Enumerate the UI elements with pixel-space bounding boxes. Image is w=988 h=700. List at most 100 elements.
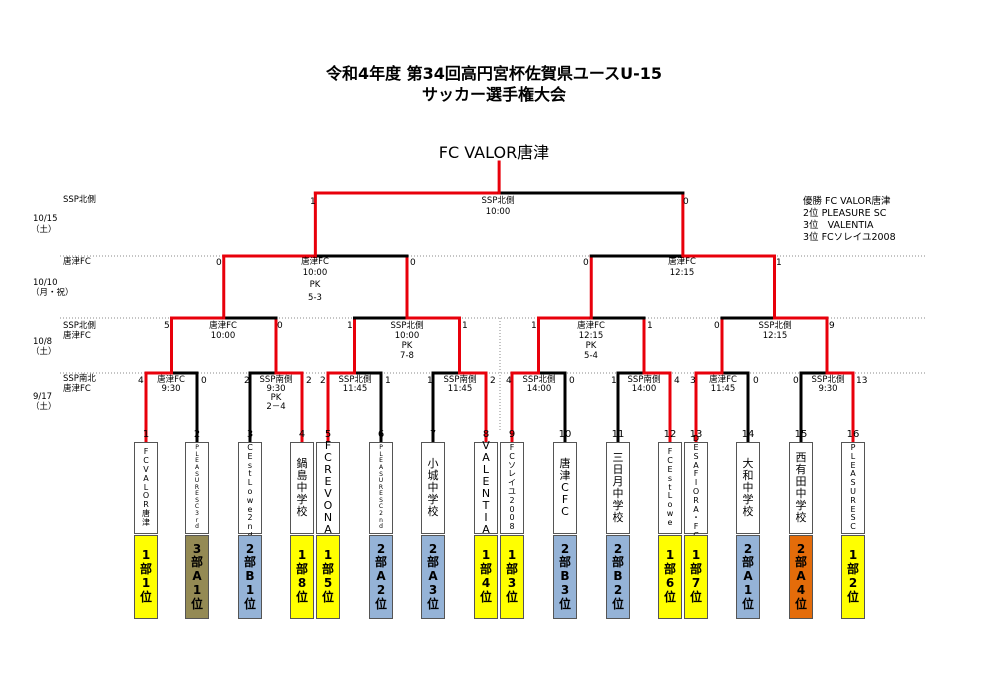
r1-8-time: 9:30: [818, 384, 838, 394]
final-day: （土）: [31, 225, 57, 235]
r1-1-score-left: 4: [138, 376, 144, 386]
round1-date: 9/17: [33, 392, 53, 402]
semifinal-date: 10/10: [33, 278, 58, 288]
r1-3-venue: SSP北側: [338, 375, 372, 385]
semifinal-venue-label: 唐津FC: [63, 257, 91, 267]
r1-5-venue: SSP北側: [522, 375, 556, 385]
team-number: 1: [142, 429, 150, 440]
r1-3-score-left: 2: [320, 376, 326, 386]
final-time: 10:00: [485, 207, 511, 217]
r1-2-score-left: 2: [244, 376, 250, 386]
team-name-box: 小城中学校: [421, 442, 445, 534]
r1-1-time: 9:30: [161, 384, 181, 394]
r1-4-venue: SSP南側: [443, 375, 477, 385]
team-name-box: 三日月中学校: [606, 442, 630, 534]
qf2-time: 10:00: [394, 331, 420, 341]
r1-5-score-right: 0: [569, 376, 575, 386]
sf1-pk: PK: [309, 280, 321, 290]
team-number: 9: [508, 429, 516, 440]
qf1-score-right: 0: [277, 321, 283, 331]
final-date: 10/15: [33, 214, 58, 224]
qf4-venue: SSP北側: [758, 321, 792, 331]
round-separators: [60, 255, 925, 430]
r1-2-venue: SSP南側: [259, 375, 293, 385]
team-number: 15: [794, 429, 808, 440]
team-number: 5: [324, 429, 332, 440]
r1-6-score-right: 4: [674, 376, 680, 386]
r1-5-time: 14:00: [526, 384, 552, 394]
team-number: 6: [377, 429, 385, 440]
tournament-title-line1: 令和4年度 第34回高円宮杯佐賀県ユースU-15: [325, 64, 663, 83]
team-number: 4: [298, 429, 306, 440]
r1-8-venue: SSP北側: [811, 375, 845, 385]
r1-6-time: 14:00: [631, 384, 657, 394]
r1-1-venue: 唐津FC: [157, 375, 185, 385]
qf4-score-right: 9: [829, 321, 835, 331]
sf1-score-right: 0: [410, 258, 416, 268]
quarterfinal-venue-label-1: SSP北側: [63, 321, 96, 331]
tournament-title-line2: サッカー選手権大会: [421, 85, 566, 104]
r1-2-pk: PK: [270, 393, 282, 403]
qf3-pk: PK: [585, 341, 597, 351]
r1-3-time: 11:45: [342, 384, 368, 394]
qf1-score-left: 5: [164, 321, 170, 331]
qf2-score-right: 1: [462, 321, 468, 331]
team-name-box: 西有田中学校: [789, 442, 813, 534]
sf1-score-left: 0: [216, 258, 222, 268]
r1-1-score-right: 0: [201, 376, 207, 386]
r1-4-score-left: 1: [427, 376, 433, 386]
result-third-b: 3位 FCソレイユ2008: [803, 232, 896, 243]
qf3-pk-score: 5-4: [584, 351, 598, 361]
team-name-box: 大和中学校: [736, 442, 760, 534]
r1-7-venue: 唐津FC: [709, 375, 737, 385]
sf2-venue: 唐津FC: [668, 257, 696, 267]
final-score-left: 1: [310, 197, 316, 207]
result-champion: 優勝 FC VALOR唐津: [803, 196, 891, 207]
result-second: 2位 PLEASURE SC: [803, 208, 887, 219]
qf3-time: 12:15: [578, 331, 604, 341]
qf3-venue: 唐津FC: [577, 321, 605, 331]
result-third-a: 3位 VALENTIA: [803, 220, 874, 231]
round1-venue-label-1: SSP南北: [63, 374, 96, 384]
round1-day: （土）: [31, 402, 57, 412]
r1-6-venue: SSP南側: [627, 375, 661, 385]
team-number: 7: [429, 429, 437, 440]
qf2-score-left: 1: [347, 321, 353, 331]
sf1-time: 10:00: [302, 268, 328, 278]
team-name-box: 鍋島中学校: [290, 442, 314, 534]
r1-7-time: 11:45: [710, 384, 736, 394]
final-score-right: 0: [683, 197, 689, 207]
r1-7-score-left: 3: [690, 376, 696, 386]
r1-8-score-left: 0: [793, 376, 799, 386]
round1-venue-label-2: 唐津FC: [63, 384, 91, 394]
team-number: 16: [846, 429, 860, 440]
qf2-pk: PK: [401, 341, 413, 351]
sf1-pk-score: 5-3: [308, 293, 322, 303]
sf2-score-right: 1: [776, 258, 782, 268]
qf4-score-left: 0: [714, 321, 720, 331]
r1-8-score-right: 13: [856, 376, 868, 386]
results-summary: 優勝 FC VALOR唐津 2位 PLEASURE SC 3位 VALENTIA…: [803, 196, 896, 244]
